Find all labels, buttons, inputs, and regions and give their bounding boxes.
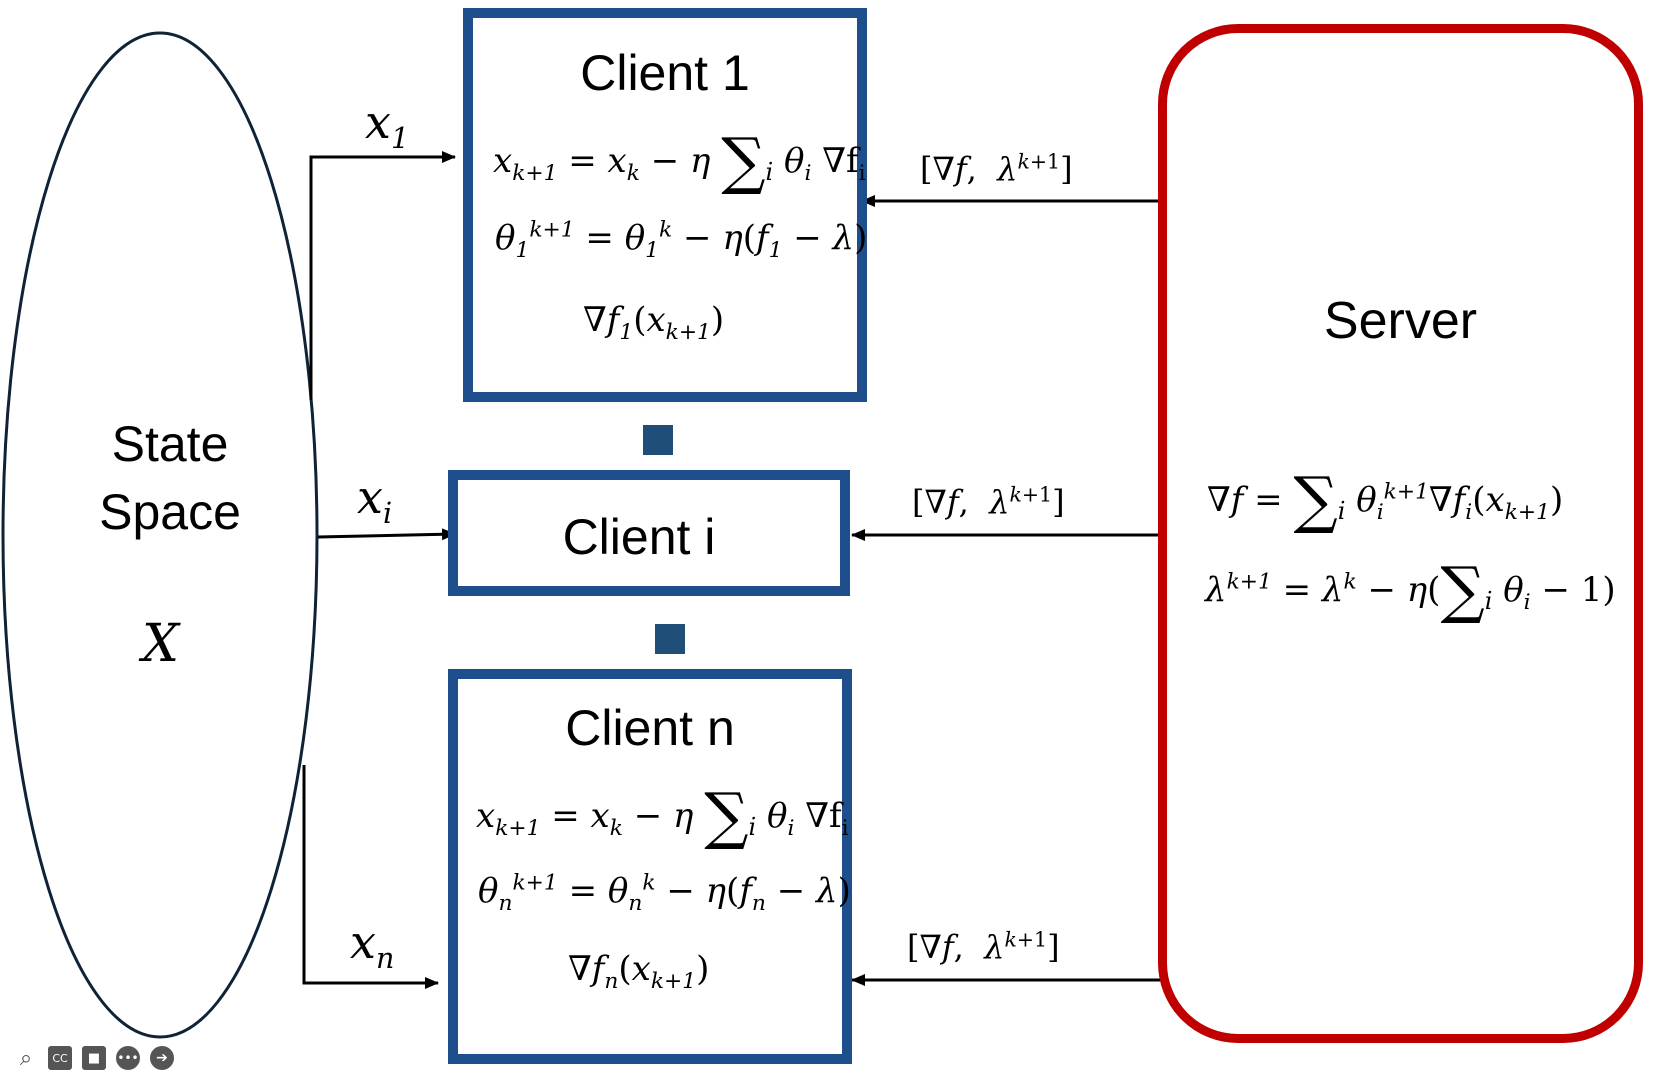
- state-space-label-line1: State: [111, 416, 229, 472]
- search-icon[interactable]: ⌕: [19, 1045, 33, 1071]
- ellipsis-marker-upper: [643, 425, 673, 455]
- server-equation-1: ∇f = ∑i θik+1∇fi(xk+1): [1207, 463, 1564, 536]
- client-n-equation-1: xk+1 = xk − η ∑i θi ∇fi: [476, 779, 849, 852]
- state-space-symbol: X: [142, 614, 180, 674]
- state-space-label-line2: Space: [99, 484, 241, 540]
- state-space-ellipse: [1, 31, 319, 1039]
- client-i-title: Client i: [562, 509, 716, 565]
- client-1-equation-1: xk+1 = xk − η ∑i θi ∇fi: [493, 124, 866, 197]
- feedback-label-client-1: [∇f, λk+1]: [920, 149, 1073, 188]
- next-icon[interactable]: ➔: [150, 1046, 174, 1070]
- client-1-equation-2: θ1k+1 = θ1k − η(f1 − λ): [495, 217, 868, 263]
- client-n-box: Client n xk+1 = xk − η ∑i θi ∇fi θnk+1 =…: [448, 669, 852, 1064]
- camera-icon[interactable]: ■: [82, 1046, 106, 1070]
- client-1-box: Client 1 xk+1 = xk − η ∑i θi ∇fi θ1k+1 =…: [463, 8, 867, 402]
- arrow-to-client-1: [309, 151, 456, 400]
- input-label-xn: xn: [350, 915, 394, 973]
- client-1-title: Client 1: [580, 45, 750, 101]
- input-xi-sub: i: [382, 497, 393, 531]
- client-i-box: Client i: [448, 470, 850, 596]
- arrow-to-client-i: [317, 528, 456, 541]
- feedback-label-client-i: [∇f, λk+1]: [912, 482, 1065, 521]
- client-n-title: Client n: [565, 700, 735, 756]
- input-x1-base: x: [365, 95, 391, 149]
- input-xn-sub: n: [375, 942, 395, 976]
- cc-icon[interactable]: CC: [48, 1046, 72, 1070]
- input-xn-base: x: [350, 915, 376, 969]
- feedback-label-client-n: [∇f, λk+1]: [907, 927, 1060, 966]
- client-n-equation-2: θnk+1 = θnk − η(fn − λ): [478, 870, 851, 916]
- client-1-equation-3: ∇f1(xk+1): [583, 300, 725, 345]
- presenter-toolbar: ⌕ CC ■ ••• ➔: [0, 1045, 174, 1071]
- state-space-label: State Space: [60, 410, 280, 546]
- input-x1-sub: 1: [390, 122, 410, 156]
- arrow-to-client-n: [302, 765, 439, 989]
- ellipsis-marker-lower: [655, 624, 685, 654]
- more-icon[interactable]: •••: [116, 1046, 140, 1070]
- server-equation-2: λk+1 = λk − η(∑i θi − 1): [1205, 553, 1616, 626]
- input-label-x1: x1: [365, 95, 409, 153]
- input-xi-base: x: [357, 470, 383, 524]
- client-n-equation-3: ∇fn(xk+1): [568, 949, 710, 994]
- client-1-eq1-text: xk+1 = xk − η ∑i θi ∇fi: [493, 124, 866, 197]
- input-label-xi: xi: [357, 470, 392, 528]
- server-title: Server: [1323, 292, 1478, 350]
- server-box: Server ∇f = ∑i θik+1∇fi(xk+1) λk+1 = λk …: [1158, 24, 1643, 1043]
